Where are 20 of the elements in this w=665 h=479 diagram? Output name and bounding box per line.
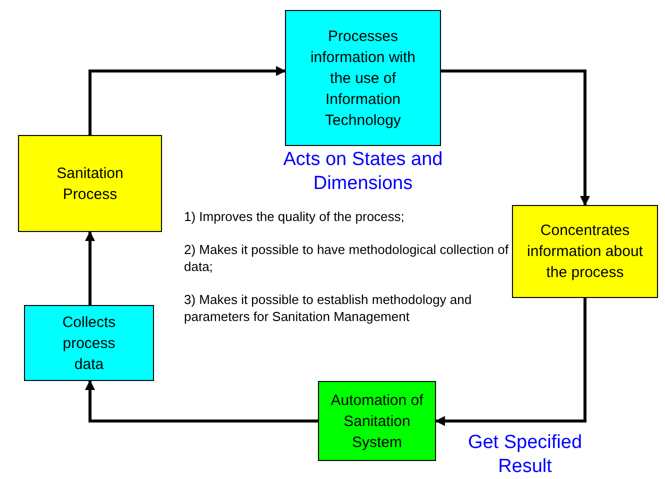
arrow (85, 380, 318, 422)
box-text: Collects process data (61, 312, 117, 374)
box-text: Concentrates information about the process (526, 221, 644, 283)
note-text: 2) Makes it possible to have methodological collection of data; (184, 241, 510, 275)
box-text: Processes information with the use of Information Technology (309, 26, 417, 130)
box-text: Sanitation Process (56, 164, 124, 204)
process-box (285, 10, 441, 146)
arrow (441, 70, 590, 206)
box-text: Automation of Sanitation System (330, 390, 424, 452)
process-box (512, 205, 658, 298)
process-box (18, 135, 162, 232)
note-text: 1) Improves the quality of the process; (184, 208, 406, 225)
caption-text: Acts on States and Dimensions (282, 148, 444, 196)
arrow (88, 66, 286, 135)
caption-text: Get Specified Result (466, 431, 584, 479)
note-text: 3) Makes it possible to establish methodology and parameters for Sanitation Management (184, 291, 473, 325)
process-box (24, 305, 154, 381)
arrow (85, 231, 95, 305)
arrow (435, 298, 586, 426)
process-box (318, 381, 436, 461)
